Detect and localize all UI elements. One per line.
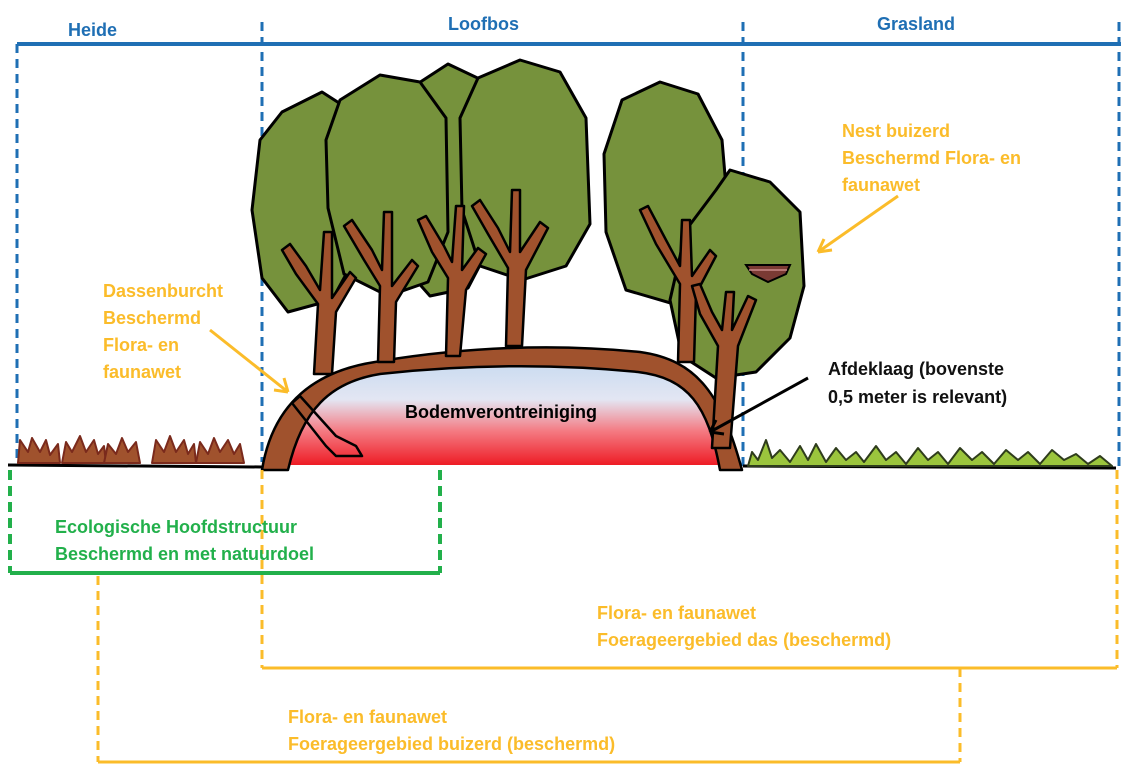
dassenburcht-line-4: faunawet	[103, 362, 182, 382]
zone-label-loofbos: Loofbos	[448, 14, 519, 34]
das-foraging-line-1: Flora- en faunawet	[597, 603, 757, 623]
arrow-to-cover-layer	[708, 376, 809, 436]
buizerd-area-bracket	[96, 576, 962, 764]
das-area-bracket	[260, 470, 1119, 670]
arrow-to-sett	[209, 328, 290, 394]
cover-layer	[260, 346, 744, 472]
pointer-arrows	[209, 194, 899, 436]
tree-trunk-4	[470, 188, 550, 348]
zone-label-grasland: Grasland	[877, 14, 956, 34]
dassenburcht-line-2: Beschermd	[103, 308, 202, 328]
heather-shrubs	[17, 435, 245, 464]
tree-trunk-3	[416, 204, 488, 358]
das-foraging-line-2: Foerageergebied das (beschermd)	[597, 630, 892, 650]
dassenburcht-line-1: Dassenburcht	[103, 281, 224, 301]
zone-label-heide: Heide	[68, 20, 118, 40]
tree-trunk-6	[690, 282, 758, 450]
buizerd-foraging-label: Flora- en faunawet Foerageergebied buize…	[288, 704, 615, 758]
buizerd-foraging-line-2: Foerageergebied buizerd (beschermd)	[288, 734, 616, 754]
nest-label-line-3: faunawet	[842, 175, 921, 195]
ehs-bracket	[8, 470, 442, 575]
nest-buizerd-label: Nest buizerd Beschermd Flora- en faunawe…	[842, 118, 1021, 199]
arrow-to-nest	[816, 194, 899, 254]
ehs-line-1: Ecologische Hoofdstructuur	[55, 517, 298, 537]
cover-layer-line-2: 0,5 meter is relevant)	[828, 387, 1008, 407]
grass	[747, 439, 1113, 467]
dassenburcht-line-3: Flora- en	[103, 335, 180, 355]
badger-sett-tunnel	[290, 394, 364, 458]
zone-boundaries	[15, 22, 1121, 470]
ehs-label: Ecologische Hoofdstructuur Beschermd en …	[55, 514, 314, 568]
das-foraging-label: Flora- en faunawet Foerageergebied das (…	[597, 600, 891, 654]
buizerd-foraging-line-1: Flora- en faunawet	[288, 707, 448, 727]
tree-trunks	[280, 188, 758, 450]
tree-trunk-2	[342, 210, 420, 364]
nest-label-line-2: Beschermd Flora- en	[842, 148, 1022, 168]
tree-trunk-5	[638, 204, 718, 364]
tree-trunk-1	[280, 230, 358, 376]
nest-label-line-1: Nest buizerd	[842, 121, 951, 141]
dassenburcht-label: Dassenburcht Beschermd Flora- en faunawe…	[103, 278, 223, 386]
ehs-line-2: Beschermd en met natuurdoel	[55, 544, 315, 564]
cover-layer-label: Afdeklaag (bovenste 0,5 meter is relevan…	[828, 355, 1007, 411]
cover-layer-line-1: Afdeklaag (bovenste	[828, 359, 1005, 379]
buzzard-nest	[744, 264, 792, 284]
pollution-area	[290, 359, 722, 465]
pollution-label: Bodemverontreiniging	[405, 402, 598, 422]
